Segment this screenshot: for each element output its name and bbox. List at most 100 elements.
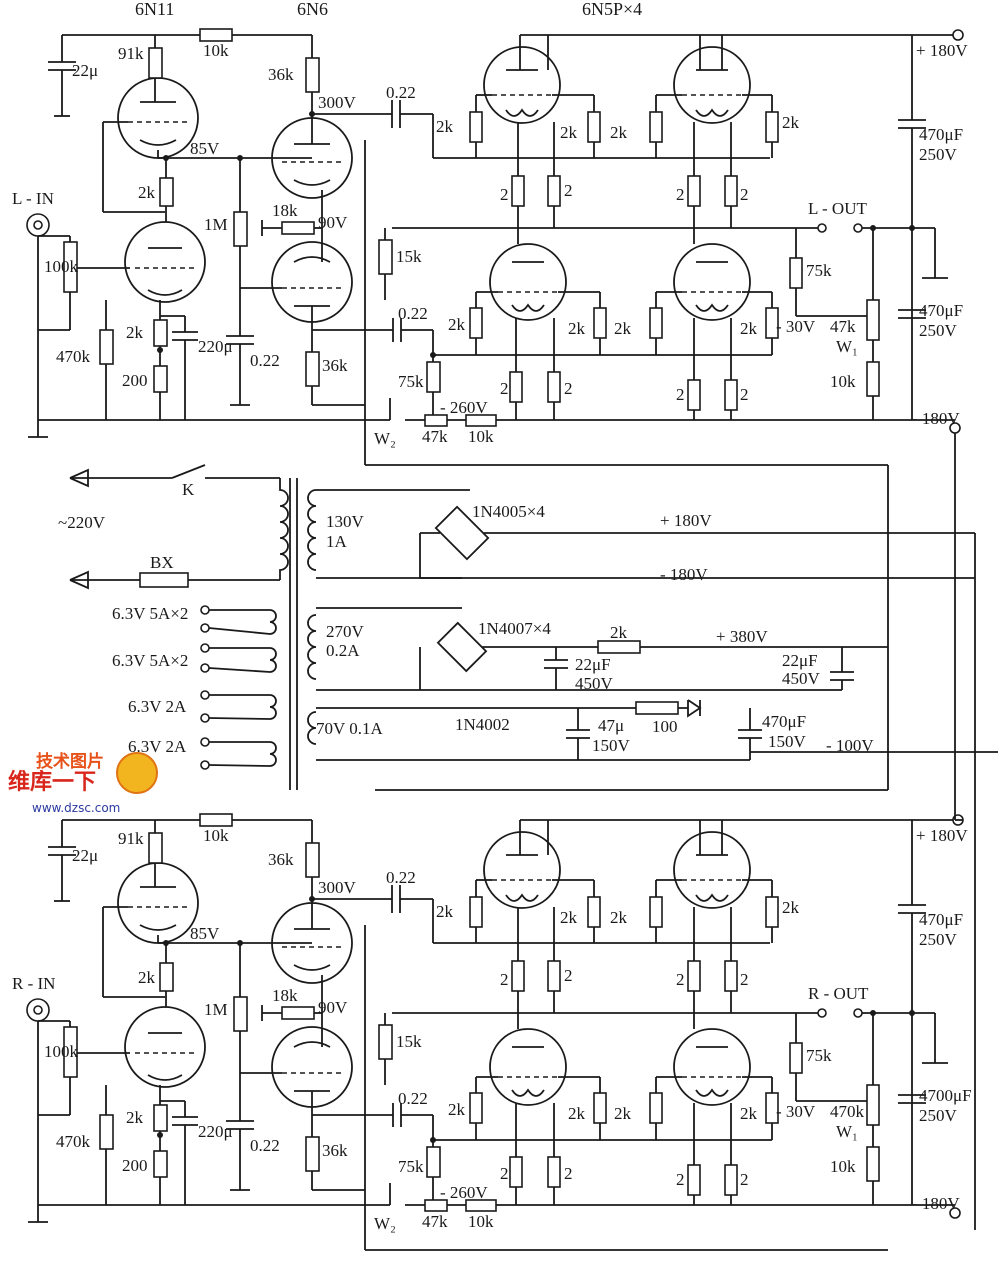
left-label-out: L - OUT <box>808 199 867 218</box>
psu-cap4-value: 470μF <box>762 712 807 731</box>
left-label-g2k: 2k <box>560 123 577 142</box>
left-label-c220: 220μ <box>198 337 233 356</box>
secondary3-label: 70V 0.1A <box>316 719 383 738</box>
right-label-g2k: 2k <box>614 1104 631 1123</box>
right-label-s2: 2 <box>500 970 509 989</box>
psu-100-resistor: 100 <box>652 717 678 736</box>
right-label-r2kb: 2k <box>126 1108 143 1127</box>
left-label-r91: 91k <box>118 44 144 63</box>
right-label-r91: 91k <box>118 829 144 848</box>
watermark-line2: 维库一下 <box>8 770 97 795</box>
right-label-g2k: 2k <box>782 898 799 917</box>
left-label-s2: 2 <box>500 379 509 398</box>
psu-2k-resistor: 2k <box>610 623 627 642</box>
right-channel-circuit <box>26 813 964 1251</box>
right-label-g2k: 2k <box>610 908 627 927</box>
left-label-s2: 2 <box>740 385 749 404</box>
left-label-r18: 18k <box>272 201 298 220</box>
left-label-w1: W₁ <box>836 337 858 356</box>
left-label-r100: 100k <box>44 257 78 276</box>
right-label-r470: 470k <box>56 1132 90 1151</box>
right-label-w1val: 470k <box>830 1102 864 1121</box>
bridge2-label: 1N4007×4 <box>478 619 551 638</box>
right-label-r47: 47k <box>422 1212 448 1231</box>
left-label-s2: 2 <box>740 185 749 204</box>
tube-label-6n6: 6N6 <box>297 0 328 19</box>
mains-voltage-label: ~220V <box>58 513 105 532</box>
psu-cap3-value: 47μ <box>598 716 625 735</box>
left-label-g2k: 2k <box>568 319 585 338</box>
left-label-r15: 15k <box>396 247 422 266</box>
watermark-mascot-icon <box>116 752 158 794</box>
left-label-r200: 200 <box>122 371 148 390</box>
left-label-v90: 90V <box>318 213 348 232</box>
right-label-p180: + 180V <box>916 826 968 845</box>
left-label-v85: 85V <box>190 139 220 158</box>
bridge1-label: 1N4005×4 <box>472 502 545 521</box>
left-label-r470: 470k <box>56 347 90 366</box>
left-label-g2k: 2k <box>448 315 465 334</box>
right-label-cap1v: 250V <box>919 930 957 949</box>
left-label-g2k: 2k <box>740 319 757 338</box>
left-label-n180: - 180V <box>912 409 960 428</box>
right-label-cap1: 470μF <box>919 910 964 929</box>
heater-label-4: 6.3V 2A <box>128 737 187 756</box>
secondary2-voltage: 270V <box>326 622 364 641</box>
psu-plus380-label: + 380V <box>716 627 768 646</box>
right-label-g2k: 2k <box>568 1104 585 1123</box>
psu-cap1-value: 22μF <box>575 655 611 674</box>
right-label-s2: 2 <box>564 966 573 985</box>
right-label-r36b: 36k <box>322 1141 348 1160</box>
right-label-r10b: 10k <box>468 1212 494 1231</box>
left-label-r36b: 36k <box>322 356 348 375</box>
right-label-r75a: 75k <box>398 1157 424 1176</box>
right-label-r2ka: 2k <box>138 968 155 987</box>
right-label-s2: 2 <box>564 1164 573 1183</box>
left-label-cap1v: 250V <box>919 145 957 164</box>
secondary1-current: 1A <box>326 532 347 551</box>
right-label-r10c: 10k <box>830 1157 856 1176</box>
right-label-r1m: 1M <box>204 1000 228 1019</box>
left-label-p180: + 180V <box>916 41 968 60</box>
right-label-r100: 100k <box>44 1042 78 1061</box>
left-label-r10b: 10k <box>468 427 494 446</box>
right-label-c022c: 0.22 <box>398 1089 428 1108</box>
left-label-s2: 2 <box>676 185 685 204</box>
right-label-c220: 220μ <box>198 1122 233 1141</box>
power-supply-circuit <box>69 433 998 1230</box>
psu-minus100-label: - 100V <box>826 736 874 755</box>
right-label-s2: 2 <box>740 970 749 989</box>
watermark-url: www.dzsc.com <box>32 801 121 815</box>
left-label-r75a: 75k <box>398 372 424 391</box>
left-label-cap1: 470μF <box>919 125 964 144</box>
heater-label-3: 6.3V 2A <box>128 697 187 716</box>
right-label-r36a: 36k <box>268 850 294 869</box>
left-label-g2k: 2k <box>614 319 631 338</box>
right-label-out: R - OUT <box>808 984 869 1003</box>
psu-minus180-label: - 180V <box>660 565 708 584</box>
left-label-g2k: 2k <box>436 117 453 136</box>
left-label-w2: W₂ <box>374 429 396 448</box>
right-label-s2: 2 <box>740 1170 749 1189</box>
left-channel-circuit <box>26 28 964 466</box>
left-label-r75b: 75k <box>806 261 832 280</box>
psu-cap2-voltage: 450V <box>782 669 820 688</box>
right-label-v260: - 260V <box>440 1183 488 1202</box>
left-label-cap2v: 250V <box>919 321 957 340</box>
right-label-r75b: 75k <box>806 1046 832 1065</box>
heater-label-2: 6.3V 5A×2 <box>112 651 189 670</box>
right-label-c022b: 0.22 <box>250 1136 280 1155</box>
left-label-r1m: 1M <box>204 215 228 234</box>
right-label-r200: 200 <box>122 1156 148 1175</box>
left-label-g2k: 2k <box>782 113 799 132</box>
right-label-v85: 85V <box>190 924 220 943</box>
diode-label: 1N4002 <box>455 715 510 734</box>
left-label-s2: 2 <box>500 185 509 204</box>
left-label-c022c: 0.22 <box>398 304 428 323</box>
right-label-v90: 90V <box>318 998 348 1017</box>
secondary1-voltage: 130V <box>326 512 364 531</box>
left-label-r2kb: 2k <box>126 323 143 342</box>
heater-label-1: 6.3V 5A×2 <box>112 604 189 623</box>
